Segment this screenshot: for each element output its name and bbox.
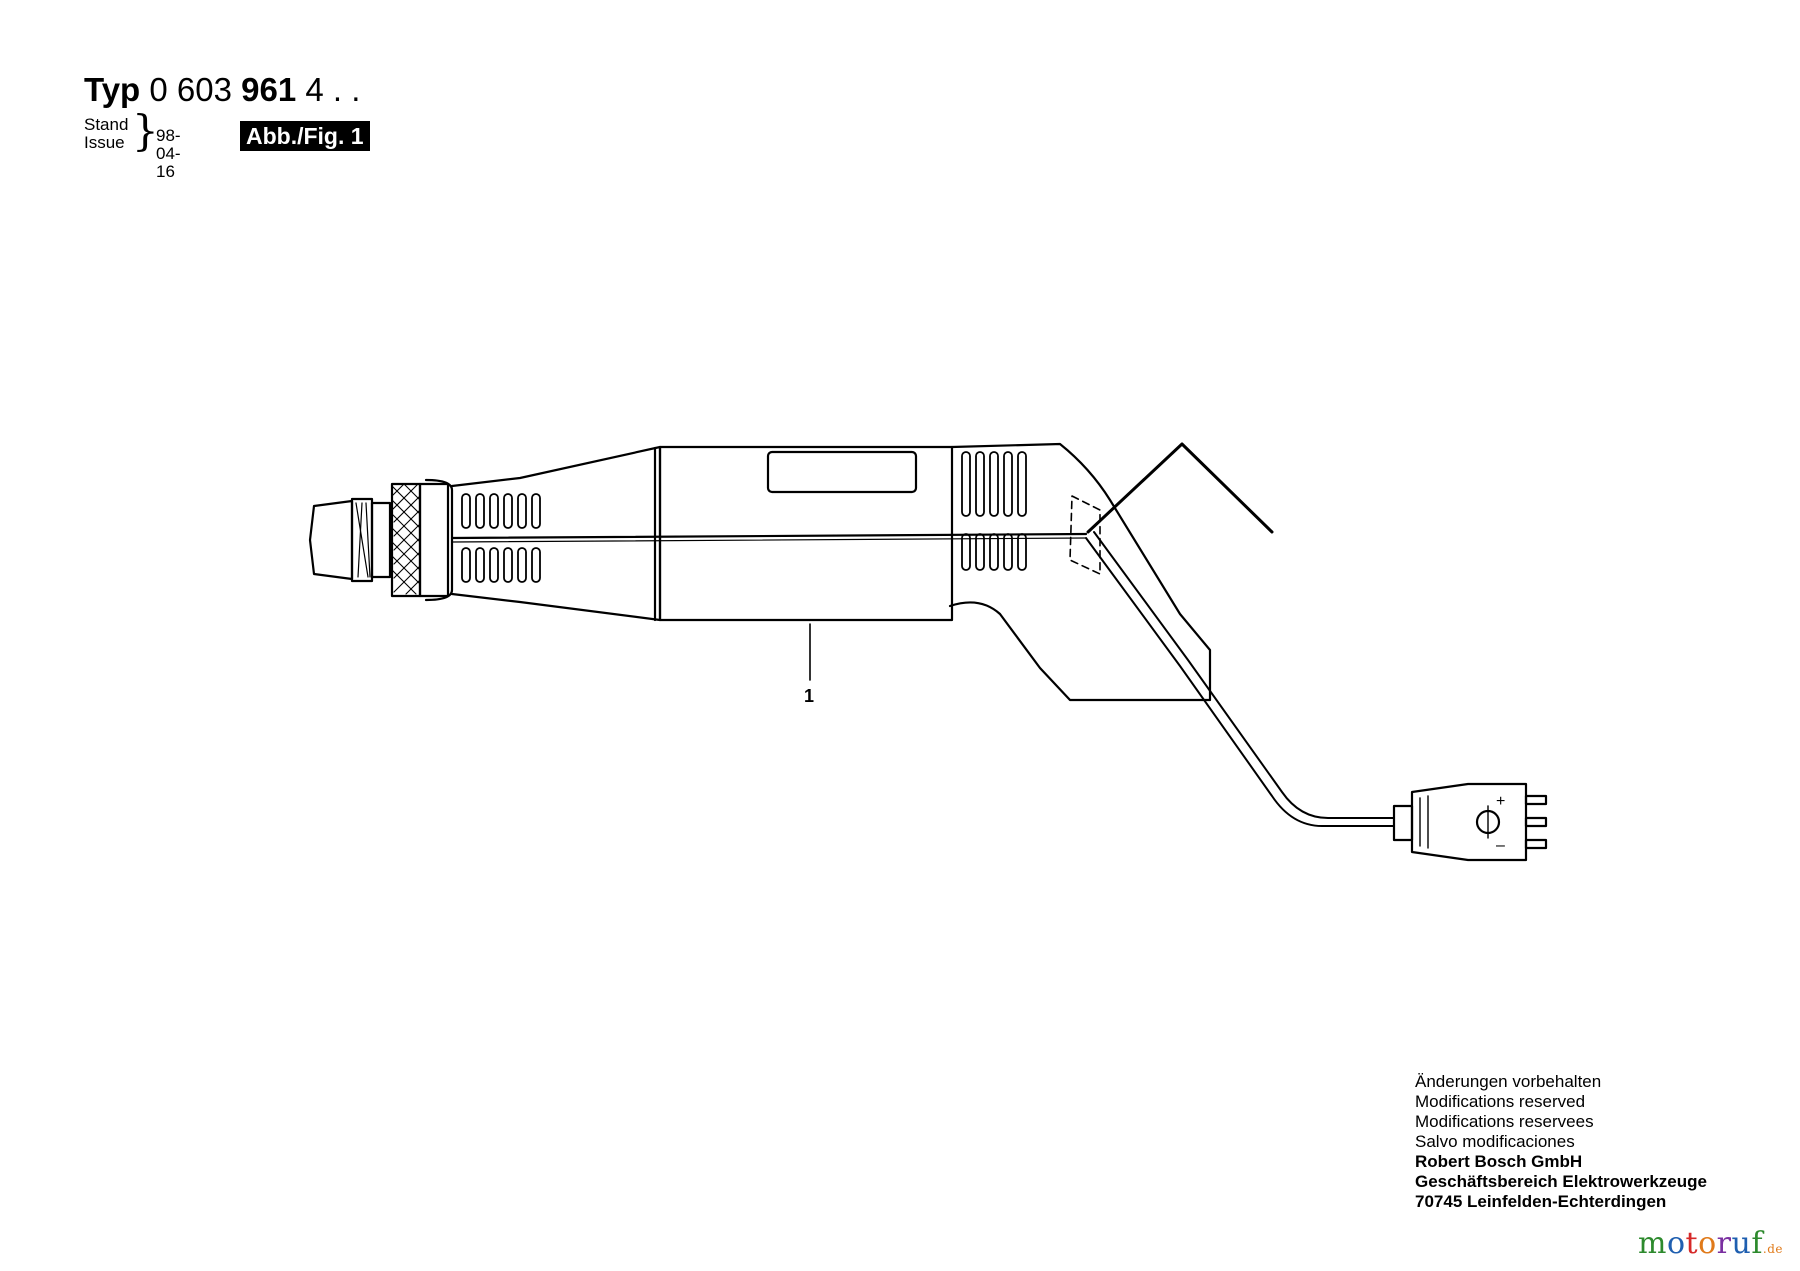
stand-issue-labels: Stand Issue [84,116,128,152]
watermark-logo: motoruf.de [1638,1226,1783,1261]
watermark-letter: m [1638,1226,1667,1261]
chuck-nut-2 [370,501,392,579]
typ-label: Typ [84,71,141,108]
hanger-hook [1086,442,1274,534]
grip-slots [461,493,541,583]
stand-label: Stand [84,115,129,134]
company-name: Robert Bosch GmbH [1415,1152,1583,1171]
footer-notes: Änderungen vorbehalten Modifications res… [1415,1072,1707,1212]
type-number-main: 961 [241,71,297,108]
center-parting-line [450,532,1088,540]
watermark-letter: u [1731,1226,1752,1261]
collar-ring [418,482,450,598]
plug-minus-sign: – [1496,837,1505,854]
rear-section [948,442,1212,702]
company-division: Geschäftsbereich Elektrowerkzeuge [1415,1172,1707,1191]
watermark-letter: t [1685,1226,1699,1261]
type-number: Typ 0 603 961 4 . . [84,70,360,110]
power-cable [1093,531,1395,819]
watermark-tld: .de [1762,1242,1784,1256]
switch-slot [766,450,918,494]
note-fr: Modifications reservees [1415,1112,1594,1131]
note-en: Modifications reserved [1415,1092,1586,1111]
plug-collar [1392,804,1414,842]
type-number-prefix: 0 603 [149,71,232,108]
title-block: Typ 0 603 961 4 . . [84,70,360,110]
plug-body [1410,782,1528,862]
figure-badge: Abb./Fig. 1 [240,121,370,151]
chuck-nose [308,499,354,581]
collar-ring-2 [424,478,454,602]
plug-pin-middle [1524,816,1548,828]
watermark-letter: r [1716,1226,1732,1261]
plug-pin-bottom [1524,838,1548,850]
hidden-lines [1069,495,1101,575]
note-de: Änderungen vorbehalten [1415,1072,1602,1091]
issue-label: Issue [84,133,125,152]
knurled-collar-hatch [391,483,421,595]
brace-icon: } [132,106,159,155]
plug-plus-sign: + [1496,793,1505,810]
main-housing [658,445,954,622]
watermark-letter: o [1666,1226,1686,1261]
chuck-nut-1 [350,497,374,583]
callout-label-1: 1 [804,686,814,706]
company-address: 70745 Leinfelden-Echterdingen [1415,1192,1667,1211]
issue-date: 98-04-16 [156,126,181,181]
rear-ribs [961,451,1027,571]
chuck-knurl-1 [355,502,371,578]
tapered-grip [450,445,662,622]
watermark-letter: f [1751,1226,1763,1261]
plug-pin-top [1524,794,1548,806]
note-es: Salvo modificaciones [1415,1132,1575,1151]
type-number-suffix: 4 . . [305,71,361,108]
watermark-letter: o [1698,1226,1717,1261]
